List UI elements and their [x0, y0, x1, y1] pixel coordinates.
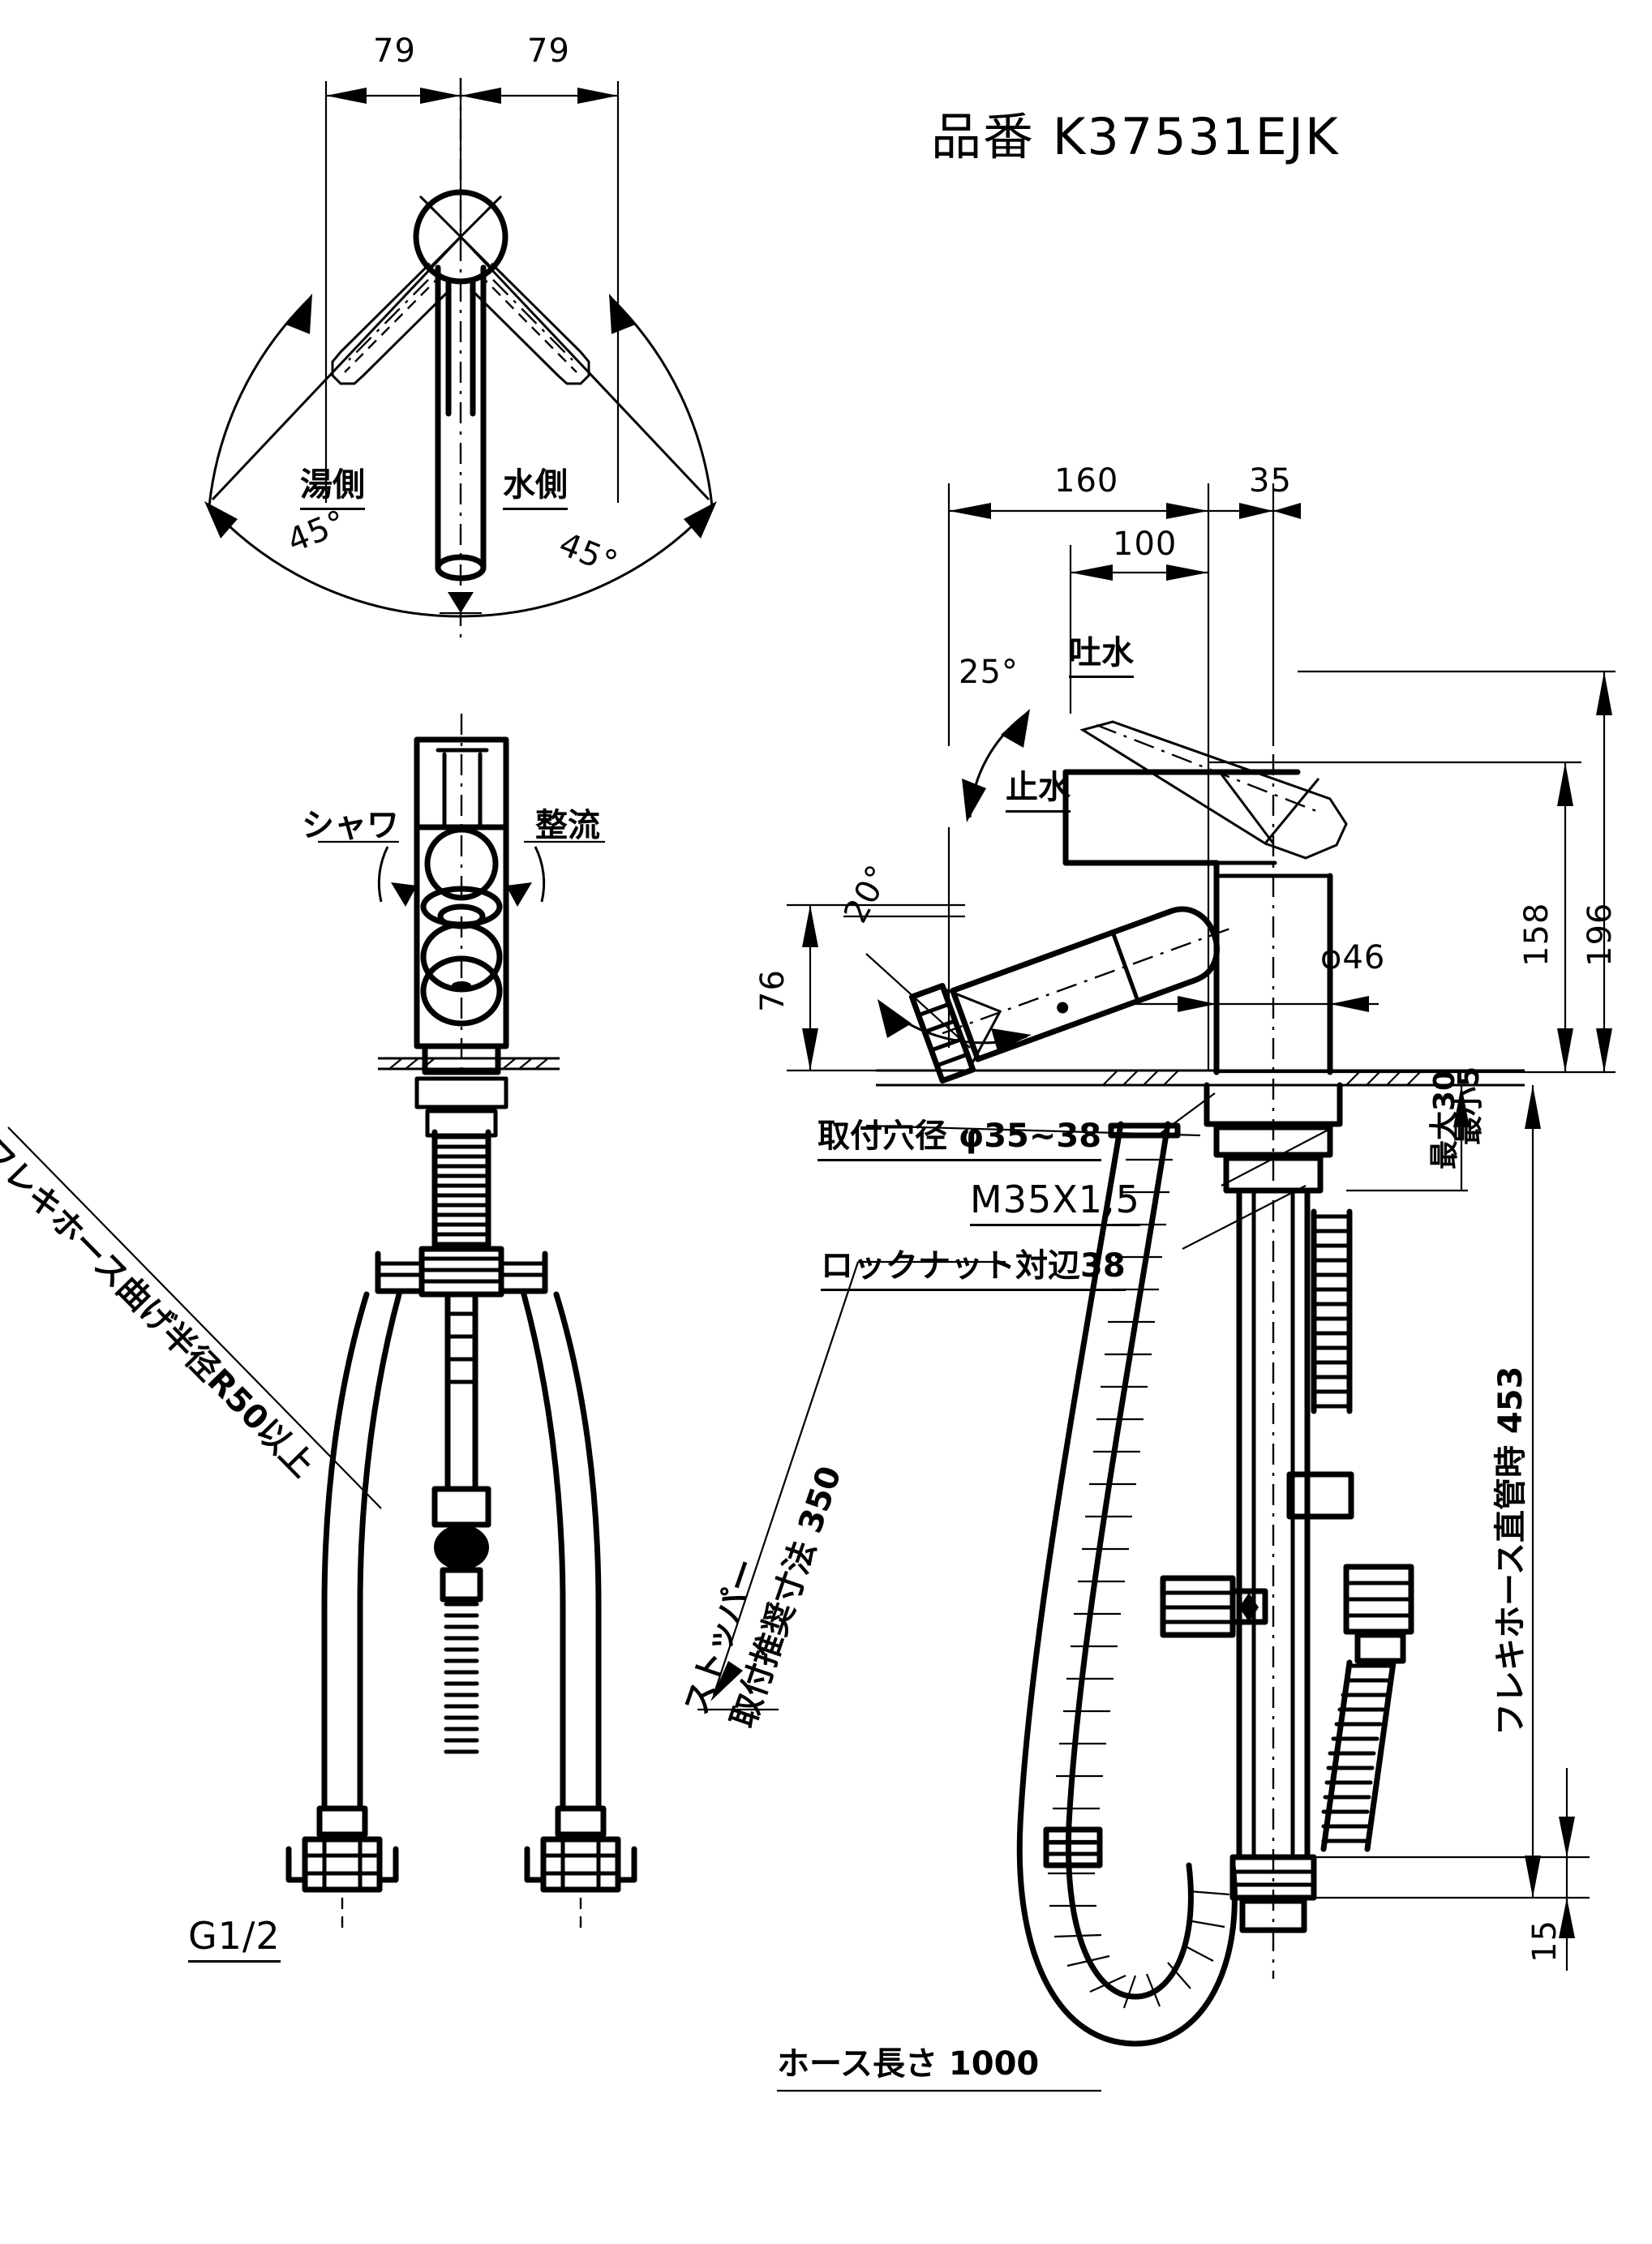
label-locknut-across-flats: ロックナット対辺38 [821, 1239, 1126, 1291]
label-thread-g12: G1/2 [188, 1914, 281, 1963]
label-water-on: 吐水 [1069, 626, 1134, 678]
dim-aerator-100: 100 [1113, 526, 1178, 563]
dim-body-35: 35 [1249, 462, 1292, 500]
dim-body-dia-46: φ46 [1320, 939, 1386, 976]
front-elevation-geometry [7, 714, 637, 1930]
angle-lever-up-25: 25° [959, 654, 1019, 691]
page-title: 品番 K37531EJK [931, 107, 1340, 166]
label-mounting-hole-dia: 取付穴径 φ35~38 [817, 1109, 1102, 1161]
dim-counter-min-5: 最小5 [1452, 1066, 1486, 1145]
top-plan-geometry [204, 78, 717, 641]
label-cold-side: 水側 [503, 458, 568, 510]
dim-spout-height-76: 76 [754, 969, 792, 1012]
dim-spout-reach-160: 160 [1054, 462, 1119, 500]
side-elevation-geometry [697, 483, 1616, 2092]
dim-top-left-79: 79 [373, 32, 416, 70]
flex-hose-right [1311, 1214, 1352, 1409]
spray-hose-corrugation [1048, 1158, 1230, 2009]
dim-top-right-79: 79 [527, 32, 570, 70]
label-water-off: 止水 [1006, 761, 1071, 813]
label-hose-length: ホース長さ 1000 [777, 2045, 1040, 2083]
label-thread-spec: M35X1,5 [970, 1178, 1140, 1226]
dim-height-158: 158 [1518, 902, 1555, 967]
dim-flex-hose-straight-453: フレキホース直管時 453 [1492, 1366, 1530, 1736]
label-hot-side: 湯側 [300, 458, 365, 510]
dim-bottom-15: 15 [1526, 1920, 1564, 1963]
label-stream-mode: 整流 [535, 807, 600, 844]
label-shower-mode: シャワ [302, 807, 399, 844]
dim-height-196: 196 [1581, 902, 1619, 967]
